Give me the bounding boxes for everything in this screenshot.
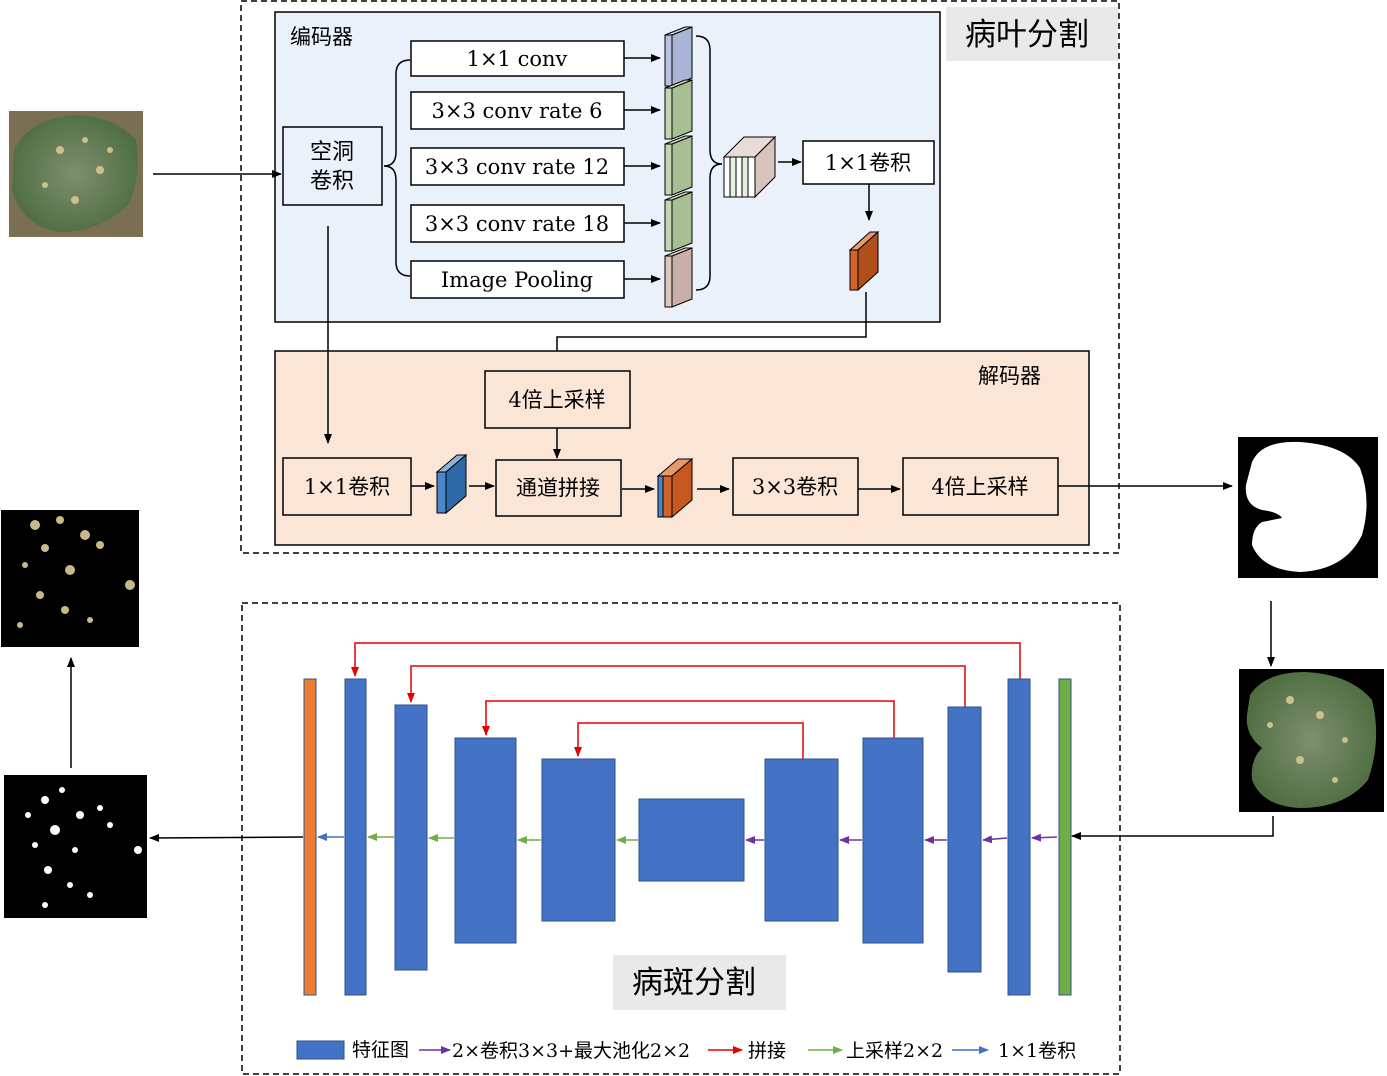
stage1-title: 病叶分割	[965, 17, 1089, 53]
unet-output-map	[303, 678, 317, 996]
unet-feature-map-6	[862, 737, 924, 944]
concat-feature-stack	[722, 135, 777, 199]
branch-feature-3	[664, 135, 693, 196]
branch-box-3	[410, 147, 625, 186]
stage2-title: 病斑分割	[632, 965, 756, 1001]
branch-label-2: 3×3 conv rate 6	[432, 99, 603, 123]
unet-input-map	[1058, 678, 1072, 996]
decoder-low-level-feature	[435, 453, 468, 515]
decoder-conv3x3-label: 3×3卷积	[752, 475, 838, 499]
legend-concat-label: 拼接	[748, 1040, 786, 1062]
unet-to-lesion-output-arrow	[149, 833, 304, 842]
branch-box-4	[410, 204, 625, 243]
input-leaf-image	[9, 111, 143, 237]
encoder-conv1x1-box	[802, 140, 935, 185]
unet-feature-map-7	[947, 706, 982, 973]
masked-leaf-to-unet-arrow	[1071, 816, 1274, 840]
skip-connection-2	[407, 665, 966, 707]
unet-feature-map-4	[541, 758, 616, 922]
atrous-conv-box	[282, 126, 383, 206]
atrous-conv-label-1: 空洞	[310, 140, 354, 165]
branch-feature-1	[664, 26, 693, 87]
stage1-title-bg	[946, 7, 1118, 61]
decoder-merged-feature	[656, 457, 694, 519]
encoder-conv1x1-label: 1×1卷积	[825, 151, 911, 175]
unet-feature-map-5	[764, 758, 839, 922]
skip-connection-3	[482, 700, 895, 738]
branch-brace-right	[695, 35, 723, 291]
decoder-concat-label: 通道拼接	[516, 476, 600, 500]
branch-label-5: Image Pooling	[441, 268, 593, 292]
decoder-upsample-top-label: 4倍上采样	[508, 388, 605, 412]
down-arrow-1	[1031, 833, 1058, 842]
legend-upsample-label: 上采样2×2	[846, 1040, 943, 1062]
decoder-upsample-top-box	[484, 370, 631, 429]
branch-label-4: 3×3 conv rate 18	[425, 212, 609, 236]
lesion-mask-image	[4, 775, 147, 918]
branch-box-5	[410, 260, 625, 299]
encoder-label: 编码器	[290, 25, 353, 49]
branch-box-1	[410, 40, 625, 77]
decoder-upsample-out-box	[902, 457, 1059, 516]
leaf-mask-image	[1238, 437, 1378, 578]
lesion-overlay-image	[1, 510, 139, 647]
branch-label-1: 1×1 conv	[467, 47, 568, 71]
branch-feature-2	[664, 79, 693, 140]
down-arrow-2	[982, 835, 1008, 844]
legend-conv1x1-label: 1×1卷积	[998, 1040, 1076, 1062]
legend-feature-map-swatch	[296, 1040, 345, 1060]
decoder-concat-box	[495, 459, 622, 517]
branch-box-2	[410, 91, 625, 130]
branch-brace-left	[383, 59, 411, 277]
decoder-conv3x3-box	[732, 457, 859, 516]
unet-feature-map-3	[454, 737, 517, 944]
legend-feature-map-label: 特征图	[352, 1039, 409, 1061]
decoder-label: 解码器	[978, 364, 1041, 388]
skip-connection-1	[351, 642, 1021, 679]
legend-conv-pool-label: 2×卷积3×3+最大池化2×2	[452, 1040, 690, 1062]
branch-feature-4	[664, 191, 693, 252]
atrous-conv-label-2: 卷积	[310, 169, 354, 194]
decoder-panel	[274, 350, 1090, 546]
skip-connection-4	[574, 722, 804, 759]
encoder-output-feature	[848, 230, 880, 292]
unet-bottleneck-map	[638, 798, 745, 882]
unet-feature-map-2	[394, 704, 428, 971]
masked-leaf-image	[1239, 669, 1384, 812]
unet-feature-map-8	[1007, 678, 1031, 996]
unet-feature-map-1	[344, 678, 367, 996]
decoder-conv1x1-label: 1×1卷积	[304, 475, 390, 499]
stage1-dashed-frame	[240, 0, 1120, 554]
stage2-title-bg	[613, 955, 786, 1010]
stage2-dashed-frame	[241, 602, 1121, 1075]
branch-feature-5	[664, 247, 693, 308]
branch-label-3: 3×3 conv rate 12	[425, 155, 609, 179]
decoder-upsample-out-label: 4倍上采样	[931, 475, 1028, 499]
